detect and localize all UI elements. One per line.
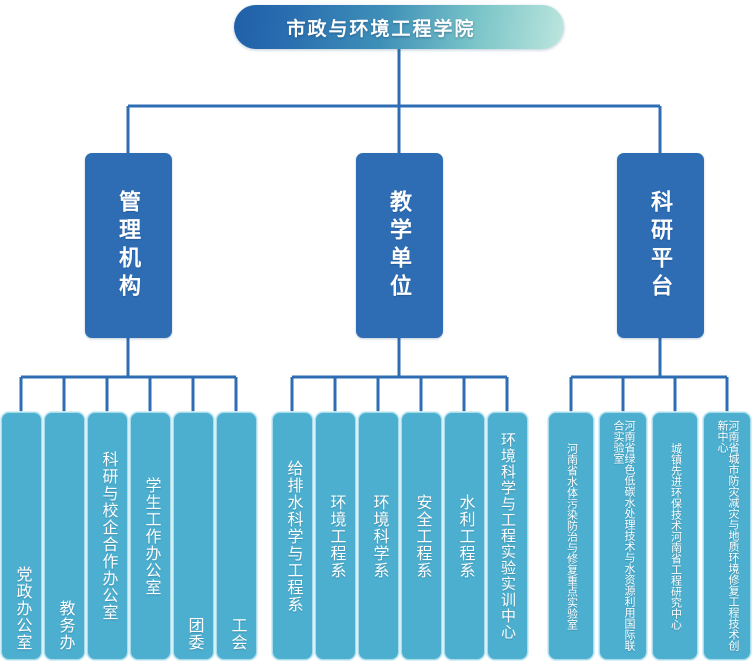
branch-node-management[interactable]: 管理机构 xyxy=(85,153,172,338)
leaf-node-water-conservancy-dept[interactable]: 水利工程系 xyxy=(444,412,485,660)
leaf-node-label: 河南省水体污染防治与修复重点实验室 xyxy=(565,442,578,630)
leaf-node-label: 工会 xyxy=(228,617,246,651)
leaf-node-label: 城镇先进环保技术河南省工程研究中心 xyxy=(669,442,682,630)
leaf-node-research-enterprise-office[interactable]: 科研与校企合作办公室 xyxy=(87,412,128,660)
leaf-node-label: 教务办 xyxy=(56,600,74,651)
branch-node-label: 管理机构 xyxy=(116,189,142,302)
leaf-node-green-lowcarbon-intl-joint-lab[interactable]: 河南省绿色低碳水处理技术与水资源利用国际联合实验室 xyxy=(599,412,647,660)
leaf-node-water-supply-drainage-dept[interactable]: 给排水科学与工程系 xyxy=(272,412,313,660)
leaf-node-label: 环境工程系 xyxy=(327,493,345,579)
leaf-node-label: 给排水科学与工程系 xyxy=(284,459,302,613)
leaf-node-label: 学生工作办公室 xyxy=(142,476,160,596)
leaf-node-water-pollution-key-lab[interactable]: 河南省水体污染防治与修复重点实验室 xyxy=(548,412,594,660)
leaf-node-party-admin-office[interactable]: 党政办公室 xyxy=(1,412,42,660)
branch-node-label: 科研平台 xyxy=(648,189,674,302)
leaf-node-student-affairs-office[interactable]: 学生工作办公室 xyxy=(130,412,171,660)
leaf-node-label: 环境科学系 xyxy=(370,493,388,579)
leaf-node-label: 水利工程系 xyxy=(456,493,474,579)
root-node-label: 市政与环境工程学院 xyxy=(286,18,476,40)
leaf-node-label: 河南省城市防灾减灾与地质环境修复工程技术创新中心 xyxy=(716,420,739,651)
leaf-node-label: 环境科学与工程实验实训中心 xyxy=(499,432,516,640)
leaf-node-label: 党政办公室 xyxy=(13,566,31,651)
leaf-node-env-sci-eng-training-center[interactable]: 环境科学与工程实验实训中心 xyxy=(487,412,528,660)
leaf-node-academic-affairs-office[interactable]: 教务办 xyxy=(44,412,85,660)
leaf-node-label: 科研与校企合作办公室 xyxy=(99,451,117,621)
leaf-node-labor-union[interactable]: 工会 xyxy=(216,412,257,660)
leaf-node-advanced-env-tech-eng-center[interactable]: 城镇先进环保技术河南省工程研究中心 xyxy=(652,412,698,660)
leaf-node-environmental-science-dept[interactable]: 环境科学系 xyxy=(358,412,399,660)
leaf-node-label: 安全工程系 xyxy=(413,493,431,579)
root-node[interactable]: 市政与环境工程学院 xyxy=(234,5,564,49)
leaf-node-environmental-engineering-dept[interactable]: 环境工程系 xyxy=(315,412,356,660)
leaf-node-disaster-geo-env-innovation-center[interactable]: 河南省城市防灾减灾与地质环境修复工程技术创新中心 xyxy=(703,412,751,660)
leaf-node-label: 河南省绿色低碳水处理技术与水资源利用国际联合实验室 xyxy=(612,420,635,651)
branch-node-teaching[interactable]: 教学单位 xyxy=(356,153,443,338)
leaf-node-label: 团委 xyxy=(185,617,203,651)
leaf-node-youth-league[interactable]: 团委 xyxy=(173,412,214,660)
leaf-node-safety-engineering-dept[interactable]: 安全工程系 xyxy=(401,412,442,660)
branch-node-label: 教学单位 xyxy=(387,189,413,302)
branch-node-research[interactable]: 科研平台 xyxy=(617,153,704,338)
